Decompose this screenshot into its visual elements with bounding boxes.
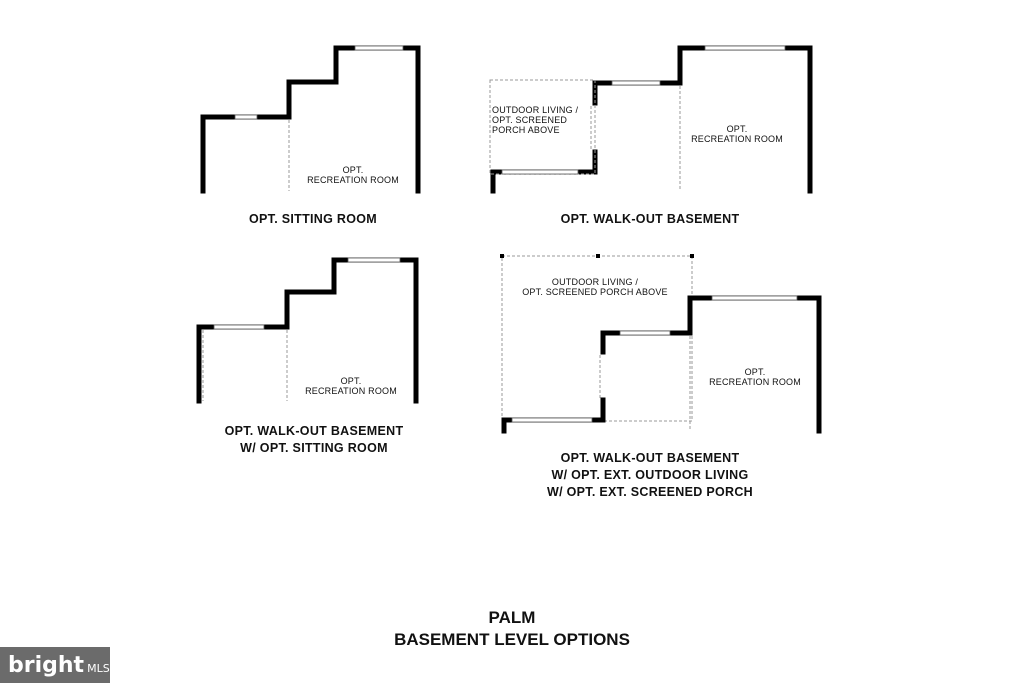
bright-mls-logo: bright MLS bbox=[0, 647, 110, 683]
plan-walkout-basement bbox=[489, 45, 813, 194]
caption-sitting-room: OPT. SITTING ROOM bbox=[248, 212, 378, 226]
logo-sub-text: MLS bbox=[87, 661, 110, 675]
title-line-1: PALM bbox=[488, 608, 536, 627]
caption-walkout-basement: OPT. WALK-OUT BASEMENT bbox=[560, 212, 740, 226]
page-title: PALM BASEMENT LEVEL OPTIONS bbox=[312, 607, 712, 651]
plan-walkout-ext-outdoor bbox=[500, 254, 822, 434]
room-label-recreation-2: OPT. RECREATION ROOM bbox=[691, 124, 783, 144]
room-label-recreation-4: OPT. RECREATION ROOM bbox=[709, 367, 801, 387]
logo-main-text: bright bbox=[8, 652, 85, 678]
caption-walkout-ext-outdoor: OPT. WALK-OUT BASEMENT W/ OPT. EXT. OUTD… bbox=[546, 451, 754, 499]
room-label-outdoor-living-4: OUTDOOR LIVING / OPT. SCREENED PORCH ABO… bbox=[522, 277, 668, 297]
title-line-2: BASEMENT LEVEL OPTIONS bbox=[394, 630, 630, 649]
plan-sitting-room bbox=[200, 45, 421, 194]
room-label-outdoor-living-2: OUTDOOR LIVING / OPT. SCREENED PORCH ABO… bbox=[492, 105, 579, 135]
room-label-recreation-3: OPT. RECREATION ROOM bbox=[305, 376, 397, 396]
room-label-recreation-1: OPT. RECREATION ROOM bbox=[307, 165, 399, 185]
caption-walkout-sitting-room: OPT. WALK-OUT BASEMENT W/ OPT. SITTING R… bbox=[224, 424, 404, 455]
plan-walkout-sitting-room bbox=[196, 257, 419, 404]
